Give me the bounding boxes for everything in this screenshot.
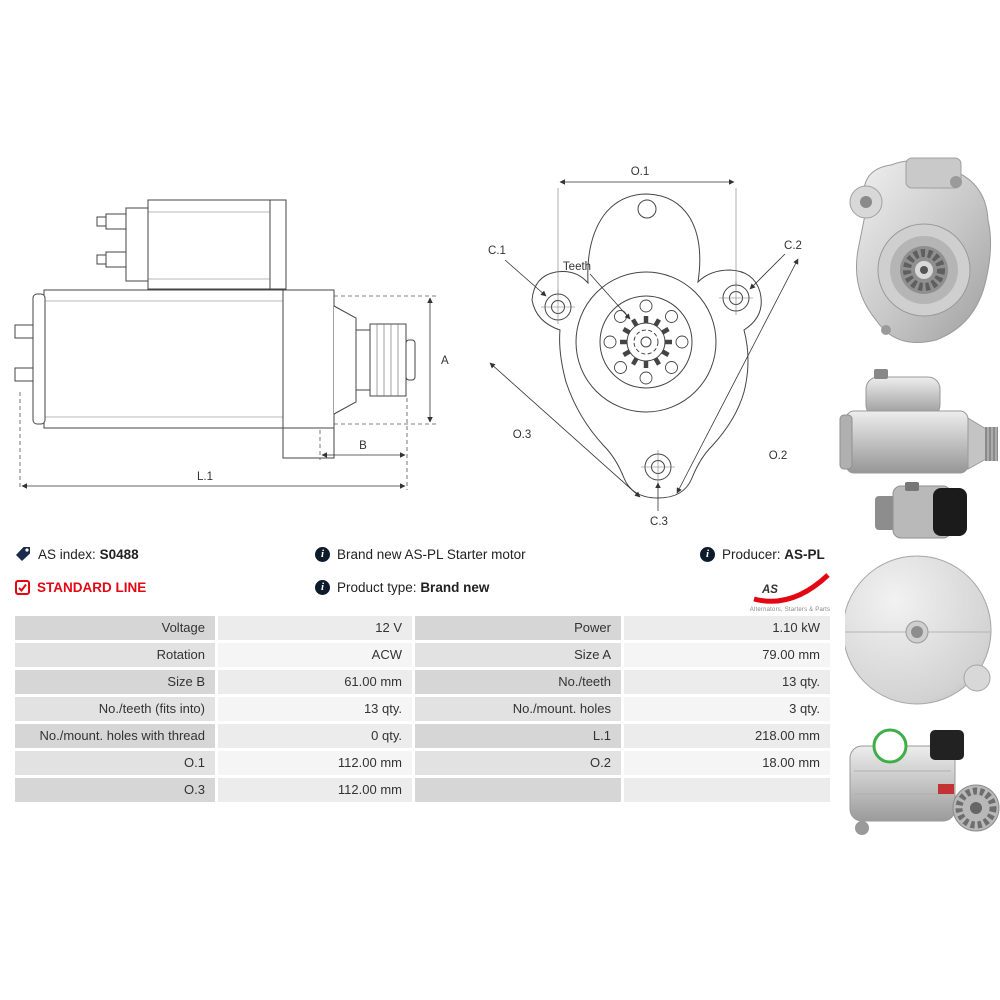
- front-view-dimensions: [489, 179, 799, 511]
- dim-label-o1: O.1: [631, 166, 650, 178]
- aspl-logo-subtext: Alternators, Starters & Parts: [749, 607, 831, 613]
- standard-line: STANDARD LINE: [15, 578, 146, 596]
- product-photo-front: [849, 157, 992, 343]
- product-type-label: Product type:: [337, 579, 417, 595]
- info-icon: [700, 546, 715, 562]
- spec-label: No./teeth: [415, 670, 621, 694]
- spec-value: 13 qty.: [624, 670, 830, 694]
- product-photo-angled: [849, 728, 1000, 835]
- producer-value: AS-PL: [784, 546, 825, 562]
- as-index: AS index: S0488: [15, 545, 139, 563]
- producer: Producer: AS-PL: [700, 545, 825, 563]
- standard-line-label: STANDARD LINE: [37, 579, 147, 595]
- spec-value: 3 qty.: [624, 697, 830, 721]
- spec-value: 1.10 kW: [624, 616, 830, 640]
- aspl-logo-text: AS: [761, 584, 778, 596]
- checkbox-icon: [15, 579, 30, 595]
- spec-empty: [415, 778, 621, 802]
- side-view-drawing: [14, 199, 416, 459]
- side-view-dimensions: [19, 295, 438, 490]
- aspl-logo-mark: AS: [753, 573, 830, 604]
- spec-label: Size A: [415, 643, 621, 667]
- product-photo-rear: [845, 482, 992, 705]
- dim-label-l1: L.1: [197, 471, 213, 483]
- spec-label: Size B: [15, 670, 215, 694]
- brand-new-text: Brand new AS-PL Starter motor: [337, 546, 526, 562]
- spec-value: 18.00 mm: [624, 751, 830, 775]
- dim-label-teeth: Teeth: [563, 261, 591, 273]
- spec-value: 12 V: [218, 616, 412, 640]
- spec-label: No./mount. holes: [415, 697, 621, 721]
- product-type-value: Brand new: [420, 579, 490, 595]
- spec-label: L.1: [415, 724, 621, 748]
- info-icon: [315, 546, 330, 562]
- brand-new-note: Brand new AS-PL Starter motor: [315, 545, 526, 563]
- spec-value: ACW: [218, 643, 412, 667]
- info-icon: [315, 579, 330, 595]
- dim-label-o3: O.3: [513, 429, 532, 441]
- producer-label: Producer:: [722, 546, 781, 562]
- front-view-drawing: [531, 193, 762, 499]
- dim-label-c2: C.2: [784, 240, 802, 252]
- spec-value: 79.00 mm: [624, 643, 830, 667]
- aspl-logo: AS Alternators, Starters & Parts: [748, 563, 832, 613]
- spec-value: 112.00 mm: [218, 751, 412, 775]
- spec-value: 112.00 mm: [218, 778, 412, 802]
- tag-icon: [16, 547, 30, 561]
- spec-label: O.2: [415, 751, 621, 775]
- spec-value: 218.00 mm: [624, 724, 830, 748]
- spec-label: No./mount. holes with thread: [15, 724, 215, 748]
- as-index-value: S0488: [99, 546, 139, 562]
- dim-label-o2: O.2: [769, 450, 788, 462]
- spec-label: O.3: [15, 778, 215, 802]
- dim-label-b: B: [359, 440, 367, 452]
- spec-value: 0 qty.: [218, 724, 412, 748]
- dim-label-c1: C.1: [488, 245, 506, 257]
- spec-label: Power: [415, 616, 621, 640]
- dim-label-c3: C.3: [650, 516, 668, 528]
- product-type: Product type: Brand new: [315, 578, 489, 596]
- spec-label: O.1: [15, 751, 215, 775]
- spec-value: 61.00 mm: [218, 670, 412, 694]
- spec-label: No./teeth (fits into): [15, 697, 215, 721]
- as-index-label: AS index:: [38, 546, 96, 562]
- spec-label: Voltage: [15, 616, 215, 640]
- spec-label: Rotation: [15, 643, 215, 667]
- spec-empty: [624, 778, 830, 802]
- dim-label-a: A: [441, 355, 449, 367]
- technical-drawing: A B L.1: [14, 166, 802, 528]
- spec-value: 13 qty.: [218, 697, 412, 721]
- product-photo-side: [839, 369, 998, 474]
